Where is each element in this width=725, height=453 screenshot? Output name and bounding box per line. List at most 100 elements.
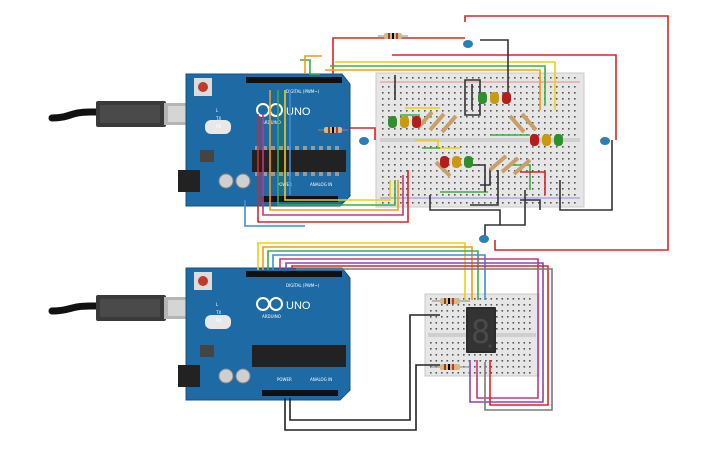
breadboard-hole — [496, 310, 498, 312]
breadboard-hole — [460, 98, 462, 100]
breadboard-hole — [400, 202, 402, 204]
breadboard-hole — [436, 128, 438, 130]
breadboard-hole — [529, 304, 531, 306]
breadboard-hole — [436, 158, 438, 160]
breadboard-hole — [472, 202, 474, 204]
breadboard-hole — [441, 310, 443, 312]
breadboard-hole — [490, 110, 492, 112]
breadboard-hole — [454, 77, 456, 79]
breadboard-hole — [406, 158, 408, 160]
resistor-icon[interactable] — [378, 33, 408, 39]
breadboard-hole — [418, 170, 420, 172]
breadboard-hole — [394, 152, 396, 154]
led-icon[interactable] — [388, 116, 421, 128]
breadboard-hole — [382, 194, 384, 196]
breadboard-hole — [412, 146, 414, 148]
breadboard-hole — [412, 202, 414, 204]
breadboard-hole — [474, 366, 476, 368]
pushbutton-icon[interactable] — [359, 40, 610, 243]
breadboard-hole — [520, 92, 522, 94]
breadboard-hole — [412, 110, 414, 112]
arduino-uno-bottom[interactable]: UNO ARDUINO DIGITAL (PWM~) POWER ANALOG … — [178, 267, 351, 401]
breadboard-hole — [406, 134, 408, 136]
breadboard-hole — [526, 122, 528, 124]
breadboard-hole — [550, 86, 552, 88]
breadboard-hole — [442, 182, 444, 184]
breadboard-hole — [508, 158, 510, 160]
breadboard-hole — [388, 182, 390, 184]
breadboard-hole — [388, 202, 390, 204]
breadboard-hole — [568, 188, 570, 190]
breadboard-hole — [485, 304, 487, 306]
breadboard-hole — [501, 366, 504, 368]
breadboard-hole — [484, 116, 486, 118]
breadboard-hole — [538, 86, 540, 88]
breadboard-hole — [550, 176, 552, 178]
usb-cable-top-icon[interactable] — [48, 101, 190, 127]
rx-label: RX — [216, 318, 222, 323]
breadboard-hole — [424, 92, 426, 94]
resistor-icon[interactable] — [432, 298, 470, 304]
breadboard-hole — [463, 304, 465, 306]
breadboard-hole — [460, 77, 462, 79]
breadboard-hole — [406, 164, 408, 166]
breadboard-hole — [518, 322, 520, 324]
breadboard-hole — [446, 360, 449, 362]
breadboard-hole — [562, 92, 564, 94]
breadboard-hole — [448, 92, 450, 94]
breadboard-hole — [388, 110, 390, 112]
breadboard-hole — [532, 98, 534, 100]
breadboard-hole — [512, 322, 515, 324]
led-icon[interactable] — [478, 92, 511, 104]
breadboard-hole — [508, 176, 510, 178]
breadboard-hole — [502, 122, 504, 124]
breadboard-hole — [526, 176, 528, 178]
breadboard-hole — [550, 122, 552, 124]
breadboard-hole — [418, 104, 420, 106]
breadboard-hole — [520, 146, 522, 148]
breadboard-hole — [507, 322, 509, 324]
breadboard-hole — [394, 164, 396, 166]
breadboard-hole — [507, 328, 509, 330]
breadboard-hole — [460, 116, 462, 118]
breadboard-hole — [556, 176, 558, 178]
breadboard-hole — [452, 322, 454, 324]
breadboard-hole — [424, 176, 426, 178]
resistor-icon[interactable] — [432, 364, 470, 370]
breadboard-hole — [523, 310, 526, 312]
breadboard-hole — [424, 128, 426, 130]
breadboard-hole — [446, 348, 449, 350]
led-icon[interactable] — [440, 156, 473, 168]
breadboard-hole — [478, 122, 480, 124]
breadboard-hole — [514, 92, 516, 94]
breadboard-hole — [490, 122, 492, 124]
resistor-icon[interactable] — [318, 127, 348, 133]
breadboard-hole — [568, 122, 570, 124]
breadboard-hole — [508, 194, 510, 196]
breadboard-hole — [424, 182, 426, 184]
breadboard-hole — [394, 104, 396, 106]
breadboard-hole — [514, 194, 516, 196]
breadboard-hole — [436, 182, 438, 184]
breadboard-hole — [501, 354, 504, 356]
breadboard-hole — [430, 152, 432, 154]
breadboard-hole — [568, 146, 570, 148]
arduino-uno-top[interactable]: UNO ARDUINO DIGITAL (PWM~) POWER ANALOG … — [178, 73, 351, 207]
breadboard-hole — [436, 77, 438, 79]
breadboard-hole — [412, 164, 414, 166]
breadboard-hole — [520, 116, 522, 118]
breadboard-hole — [394, 146, 396, 148]
resistor-icon[interactable] — [416, 110, 538, 178]
breadboard-hole — [430, 158, 432, 160]
seven-segment-display-icon[interactable]: 8 — [466, 307, 496, 353]
breadboard-hole — [496, 158, 498, 160]
breadboard-hole — [448, 77, 450, 79]
breadboard-hole — [529, 298, 531, 300]
breadboard-hole — [478, 194, 480, 196]
breadboard-hole — [496, 342, 498, 344]
led-icon[interactable] — [530, 134, 563, 146]
breadboard-hole — [520, 170, 522, 172]
breadboard-hole — [406, 77, 408, 79]
breadboard-hole — [424, 164, 426, 166]
usb-cable-bottom-icon[interactable] — [48, 295, 190, 321]
